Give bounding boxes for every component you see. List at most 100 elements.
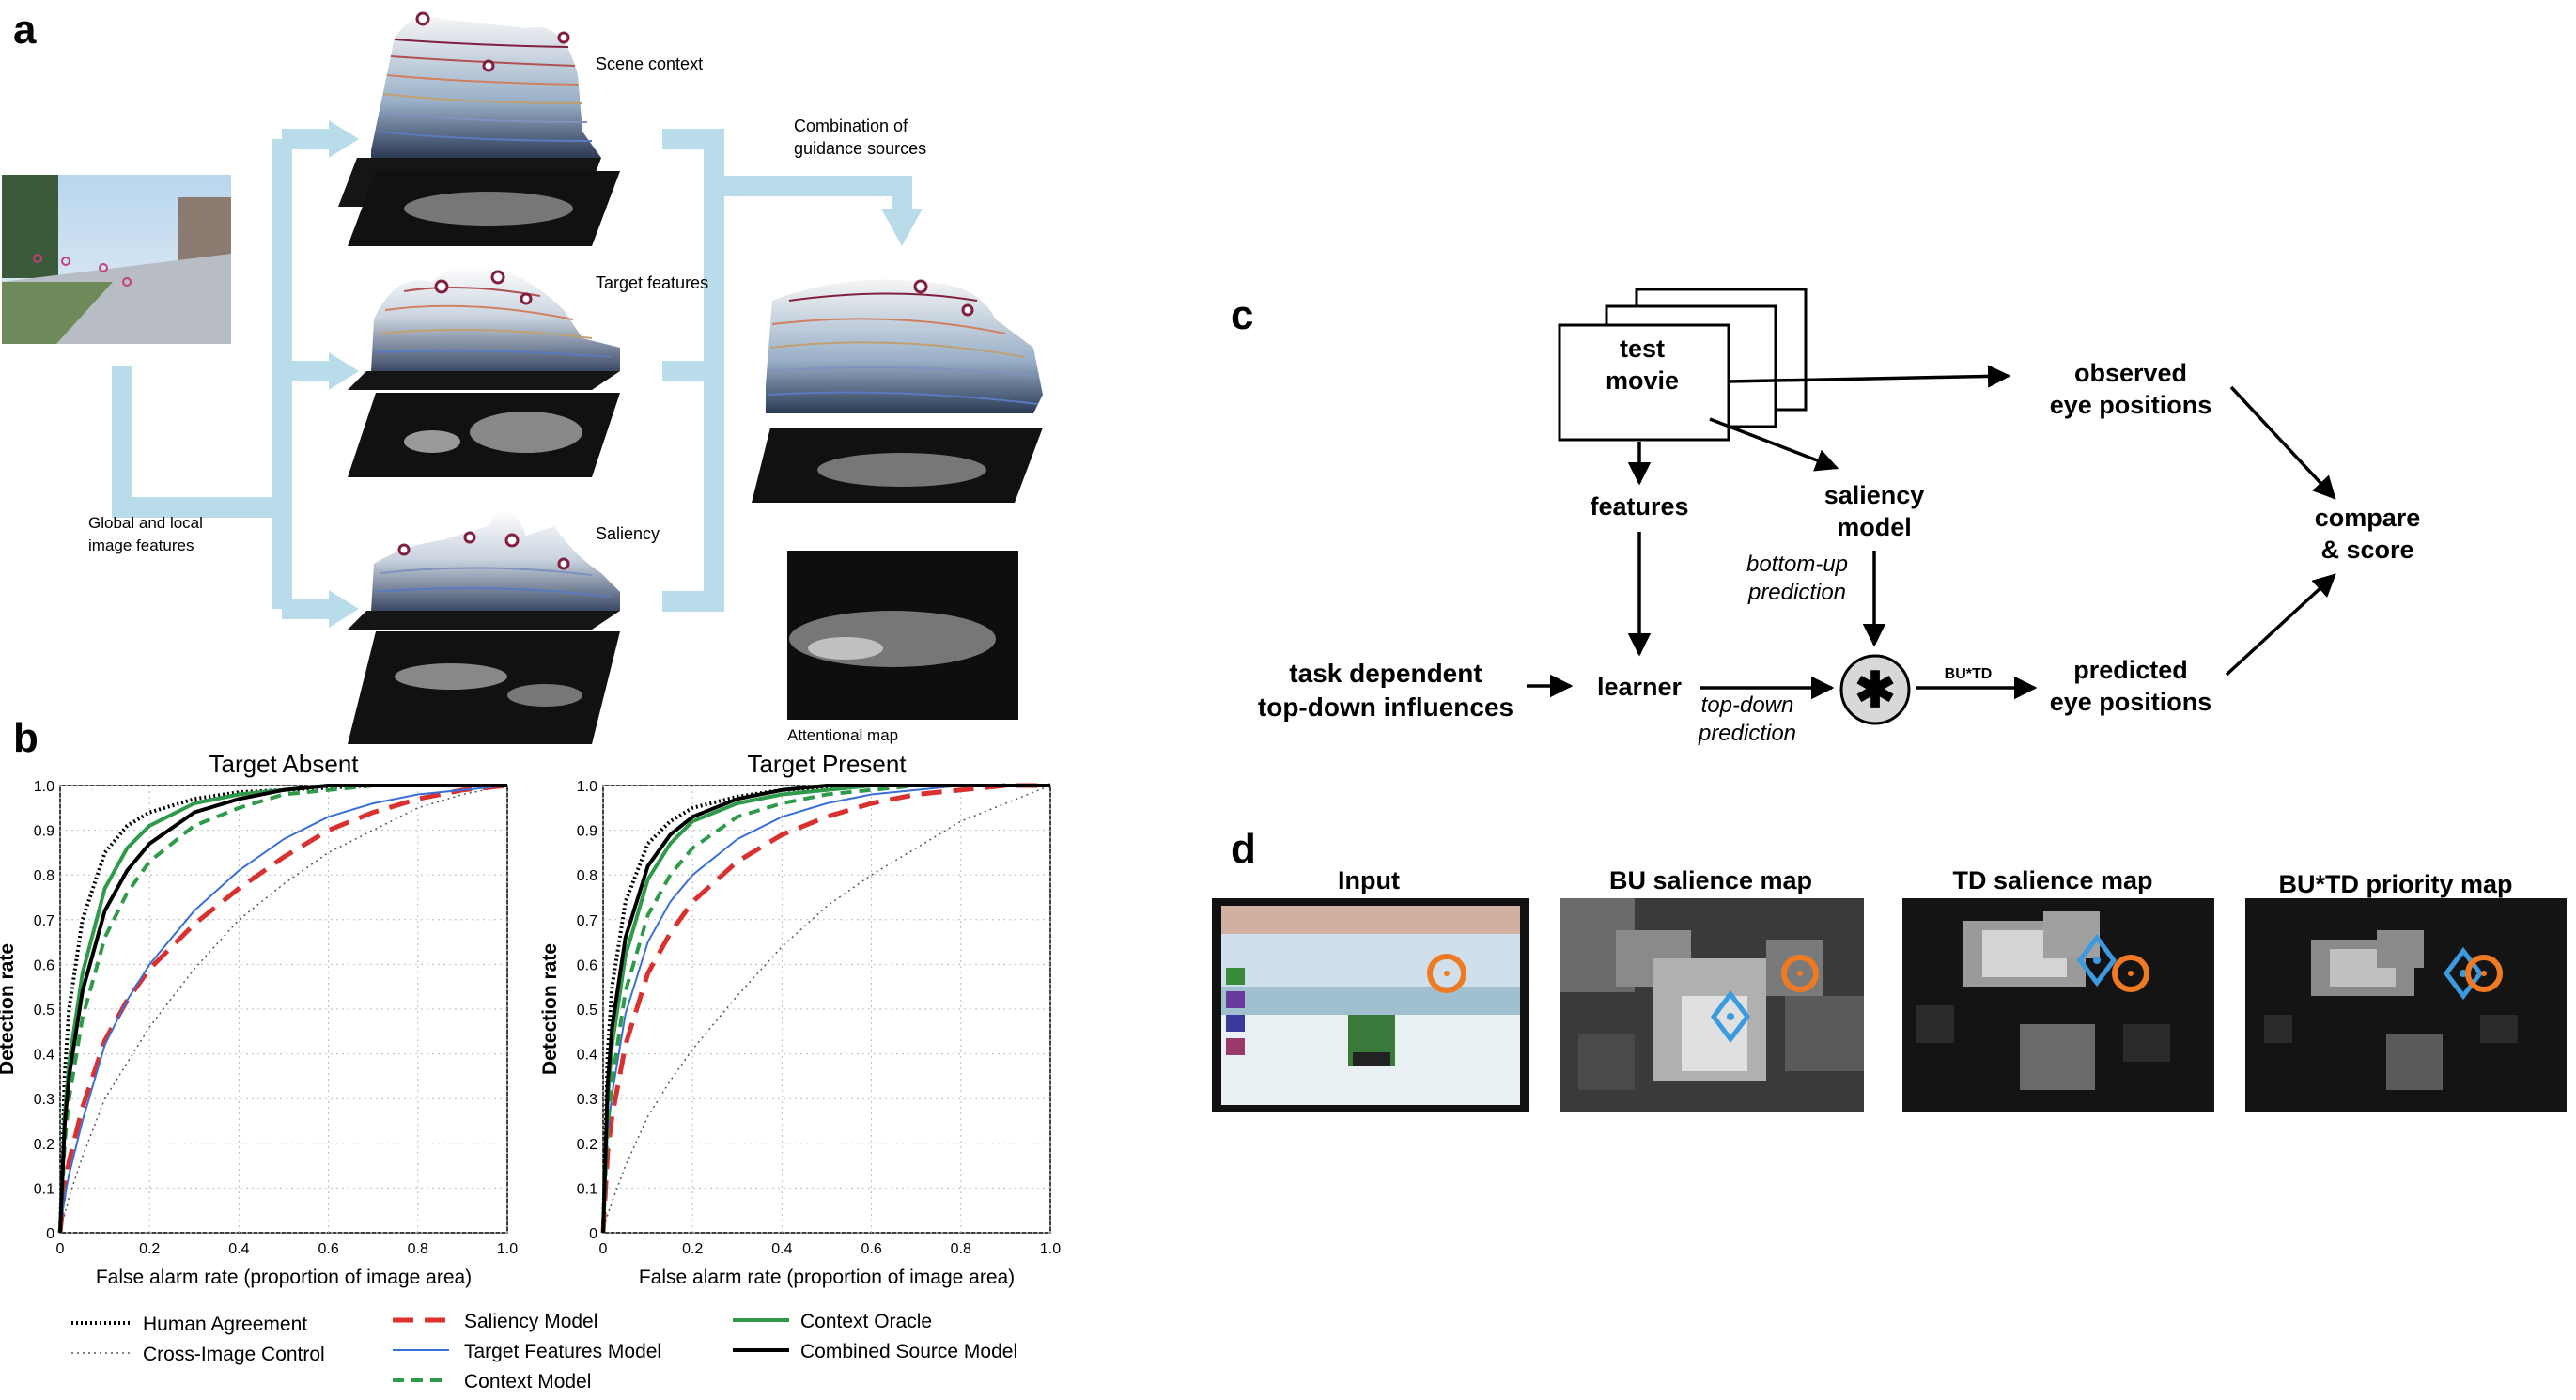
- y-tick-label: 0.6: [34, 957, 54, 973]
- x-tick-label: 0.8: [951, 1241, 971, 1257]
- x-tick-label: 0.6: [318, 1241, 338, 1257]
- label-attentional-map: Attentional map: [787, 726, 898, 744]
- y-tick-label: 0: [46, 1226, 54, 1242]
- title-bu-salience: BU salience map: [1609, 866, 1812, 894]
- y-tick-label: 0.8: [34, 868, 54, 884]
- panel-b-letter: b: [13, 715, 39, 761]
- x-tick-label: 0.4: [771, 1241, 792, 1257]
- y-tick-label: 0.1: [34, 1181, 54, 1197]
- x-tick-label: 0.4: [228, 1241, 249, 1257]
- x-tick-label: 1.0: [1040, 1241, 1061, 1257]
- input-orange-marker: [1427, 954, 1466, 993]
- y-tick-label: 0.5: [34, 1003, 54, 1019]
- label-combination-l2: guidance sources: [794, 139, 926, 158]
- learner-node: learner: [1597, 673, 1683, 701]
- panel-a-letter: a: [13, 7, 37, 53]
- chart-title: Target Present: [747, 750, 907, 778]
- x-tick-label: 0: [599, 1241, 608, 1257]
- task-l1: task dependent: [1289, 659, 1482, 688]
- compare-l1: compare: [2315, 504, 2421, 532]
- x-axis-label: False alarm rate (proportion of image ar…: [96, 1267, 472, 1288]
- x-tick-label: 0.8: [408, 1241, 428, 1257]
- panel-c: c test movie observed eye positions feat…: [1231, 288, 2421, 746]
- y-tick-label: 0.4: [577, 1048, 597, 1064]
- y-tick-label: 0.2: [34, 1137, 54, 1153]
- flow-arrows: [112, 129, 912, 619]
- test-movie-l1: test: [1620, 334, 1665, 363]
- series-line-context-model: [601, 784, 1050, 1234]
- saliency-map: [348, 631, 620, 744]
- legend-context-oracle: Context Oracle: [800, 1311, 932, 1332]
- y-tick-label: 0.7: [577, 913, 597, 929]
- label-target-features: Target features: [596, 273, 708, 292]
- series-line-saliency-model: [57, 783, 508, 1234]
- multiply-symbol: ✱: [1854, 663, 1896, 718]
- label-scene-context: Scene context: [596, 54, 703, 73]
- saliency-surface: [348, 509, 620, 630]
- td-orange-marker: [2112, 955, 2149, 992]
- series-line-cross-image-control: [602, 785, 1051, 1234]
- bu-salience-map: [1560, 898, 1864, 1112]
- legend-saliency: Saliency Model: [464, 1311, 597, 1332]
- legend-target-features: Target Features Model: [464, 1341, 661, 1362]
- bottom-up-l1: bottom-up: [1746, 552, 1848, 577]
- x-tick-label: 0.6: [861, 1241, 881, 1257]
- x-tick-label: 0.2: [139, 1241, 160, 1257]
- y-axis-label: Detection rate: [539, 943, 561, 1075]
- chart-title: Target Absent: [209, 750, 360, 778]
- series-line-human-agreement: [601, 784, 1050, 1234]
- plot-area: [602, 785, 1051, 1234]
- td-blue-marker: [2076, 933, 2118, 988]
- title-bu-td-priority: BU*TD priority map: [2278, 870, 2512, 898]
- label-global-l2: image features: [88, 537, 194, 554]
- y-tick-label: 0.9: [577, 824, 597, 840]
- predicted-l2: eye positions: [2050, 688, 2212, 716]
- movie-frame-front: [1558, 323, 1730, 442]
- y-tick-label: 0.3: [577, 1092, 597, 1108]
- predicted-l1: predicted: [2073, 656, 2188, 684]
- panel-d-letter: d: [1231, 826, 1256, 872]
- flow-diagram-arrows: [1527, 365, 2336, 700]
- x-tick-label: 0: [56, 1241, 65, 1257]
- y-tick-label: 0.1: [577, 1181, 597, 1197]
- legend-combined: Combined Source Model: [800, 1341, 1017, 1362]
- x-axis-label: False alarm rate (proportion of image ar…: [639, 1267, 1015, 1288]
- x-tick-label: 1.0: [497, 1241, 518, 1257]
- title-td-salience: TD salience map: [1952, 866, 2152, 894]
- roc-chart-target-absent: 0 0.1 0.2 0.3 0.4 0.5 0.6 0.7 0.8 0.9 1.0 0 0.2 0.4 0.…: [0, 750, 518, 1288]
- y-tick-label: 0.3: [34, 1092, 54, 1108]
- series-line-combined-source-model: [601, 784, 1050, 1234]
- y-tick-label: 0.7: [34, 913, 54, 929]
- series-line-target-features-model: [59, 785, 508, 1234]
- panel-a: a: [2, 7, 1043, 744]
- x-tick-label: 0.2: [682, 1241, 703, 1257]
- title-input: Input: [1338, 866, 1400, 894]
- observed-l2: eye positions: [2050, 391, 2212, 419]
- panel-d: d Input BU salience map TD salience map …: [1212, 826, 2567, 1112]
- y-tick-label: 0.5: [577, 1003, 597, 1019]
- multiply-node: [1839, 654, 1911, 725]
- test-movie-l2: movie: [1606, 366, 1679, 395]
- bu-td-priority-map: [2245, 898, 2567, 1112]
- bu-td-label: BU*TD: [1945, 666, 1993, 682]
- bottom-up-l2: prediction: [1747, 580, 1846, 605]
- bu-blue-marker: [1710, 989, 1751, 1044]
- label-saliency: Saliency: [596, 524, 660, 543]
- panel-b: b 0 0.1 0.2 0.3 0.4 0.5 0.6 0.7 0.8 0.9 1.0 0 0.2 0.4…: [0, 715, 1061, 1392]
- panel-c-letter: c: [1231, 292, 1253, 338]
- td-salience-map: [1902, 898, 2214, 1112]
- observed-l1: observed: [2074, 359, 2187, 387]
- target-features-surface: [348, 265, 620, 390]
- y-tick-label: 0.4: [34, 1048, 54, 1064]
- legend: Human Agreement Cross-Image Control Sali…: [71, 1311, 1017, 1392]
- legend-cross-image: Cross-Image Control: [143, 1344, 325, 1365]
- y-tick-label: 0: [589, 1226, 597, 1242]
- combined-surface: [752, 279, 1043, 503]
- legend-context: Context Model: [464, 1371, 591, 1392]
- bu-orange-marker: [1781, 955, 1819, 992]
- input-game-frame: [1212, 898, 1529, 1112]
- top-down-l2: prediction: [1698, 721, 1796, 746]
- y-tick-label: 0.9: [34, 824, 54, 840]
